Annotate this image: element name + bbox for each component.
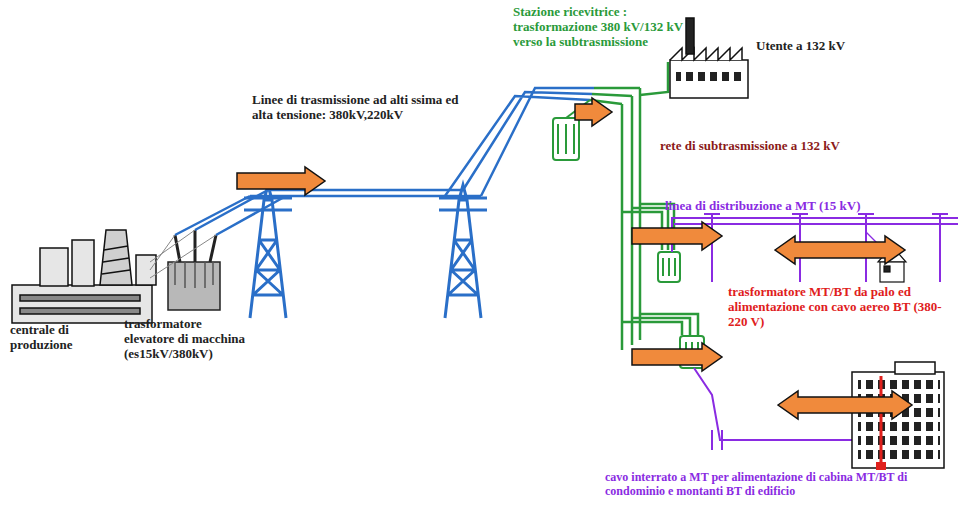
bt-riser <box>880 376 883 462</box>
transmission-line <box>445 88 594 196</box>
power-station <box>20 308 140 314</box>
receiving-transformer <box>558 124 574 154</box>
factory <box>676 68 742 82</box>
apartment-building <box>895 362 935 374</box>
step-up-transformer <box>168 262 220 310</box>
pylon <box>439 185 487 318</box>
apartment-building <box>858 378 940 464</box>
pylon <box>244 185 292 318</box>
factory <box>670 48 742 60</box>
receiving-transformer <box>553 118 579 160</box>
bt-riser <box>876 462 886 470</box>
step-up-transformer <box>150 230 216 278</box>
user-caption: Utente a 132 kV <box>756 38 896 53</box>
transmission-caption: Linee di trasmissione ad alti ssima ed a… <box>252 92 467 122</box>
transformer-caption: trasformatore elevatore di macchina (es1… <box>124 316 254 361</box>
flow-arrow <box>575 98 612 126</box>
flow-arrow <box>237 167 325 195</box>
power-station <box>20 295 140 301</box>
power-station <box>40 248 68 286</box>
mt-underground-cable <box>712 430 722 450</box>
station-caption: Stazione ricevitrice : trasformazione 38… <box>513 4 698 49</box>
house <box>884 266 890 272</box>
subtransmission-caption: rete di subtrasmissione a 132 kV <box>660 138 850 153</box>
mt-overhead-line <box>674 223 958 225</box>
factory <box>686 18 694 54</box>
underground-cable-caption: cavo interrato a MT per alimentazione di… <box>605 470 957 498</box>
flow-arrow <box>775 236 905 264</box>
transmission-line <box>175 88 594 235</box>
subtransmission-line <box>622 88 640 350</box>
mt-line-caption: linea di distribuzione a MT (15 kV) <box>665 198 945 213</box>
power-station <box>100 230 132 285</box>
mt-overhead-line <box>704 213 948 215</box>
flow-arrow <box>237 98 912 419</box>
subtransmission-line <box>640 62 668 95</box>
mt-overhead-line <box>672 214 958 282</box>
mt-overhead-line <box>712 214 940 282</box>
step-up-transformer <box>150 230 220 310</box>
pylon <box>244 185 487 318</box>
flow-arrow <box>778 391 912 419</box>
flow-arrow <box>632 343 722 371</box>
power-station <box>72 240 94 286</box>
factory <box>670 60 748 98</box>
apartment-building <box>852 372 944 468</box>
station-name: centrale di produzione <box>10 322 120 352</box>
mt-underground-cable <box>694 368 878 466</box>
power-station <box>12 230 156 323</box>
pole-transformer-caption: trasformatore MT/BT da palo ed alimentaz… <box>728 284 956 329</box>
flow-arrow <box>632 222 722 250</box>
subtransmission-line <box>622 314 698 335</box>
step-up-transformer <box>175 262 213 288</box>
house <box>880 262 904 282</box>
distribution-transformer <box>658 252 680 282</box>
distribution-transformer <box>663 258 675 276</box>
mt-underground-cable <box>694 368 878 466</box>
bt-riser <box>876 376 886 470</box>
power-station <box>102 246 130 274</box>
